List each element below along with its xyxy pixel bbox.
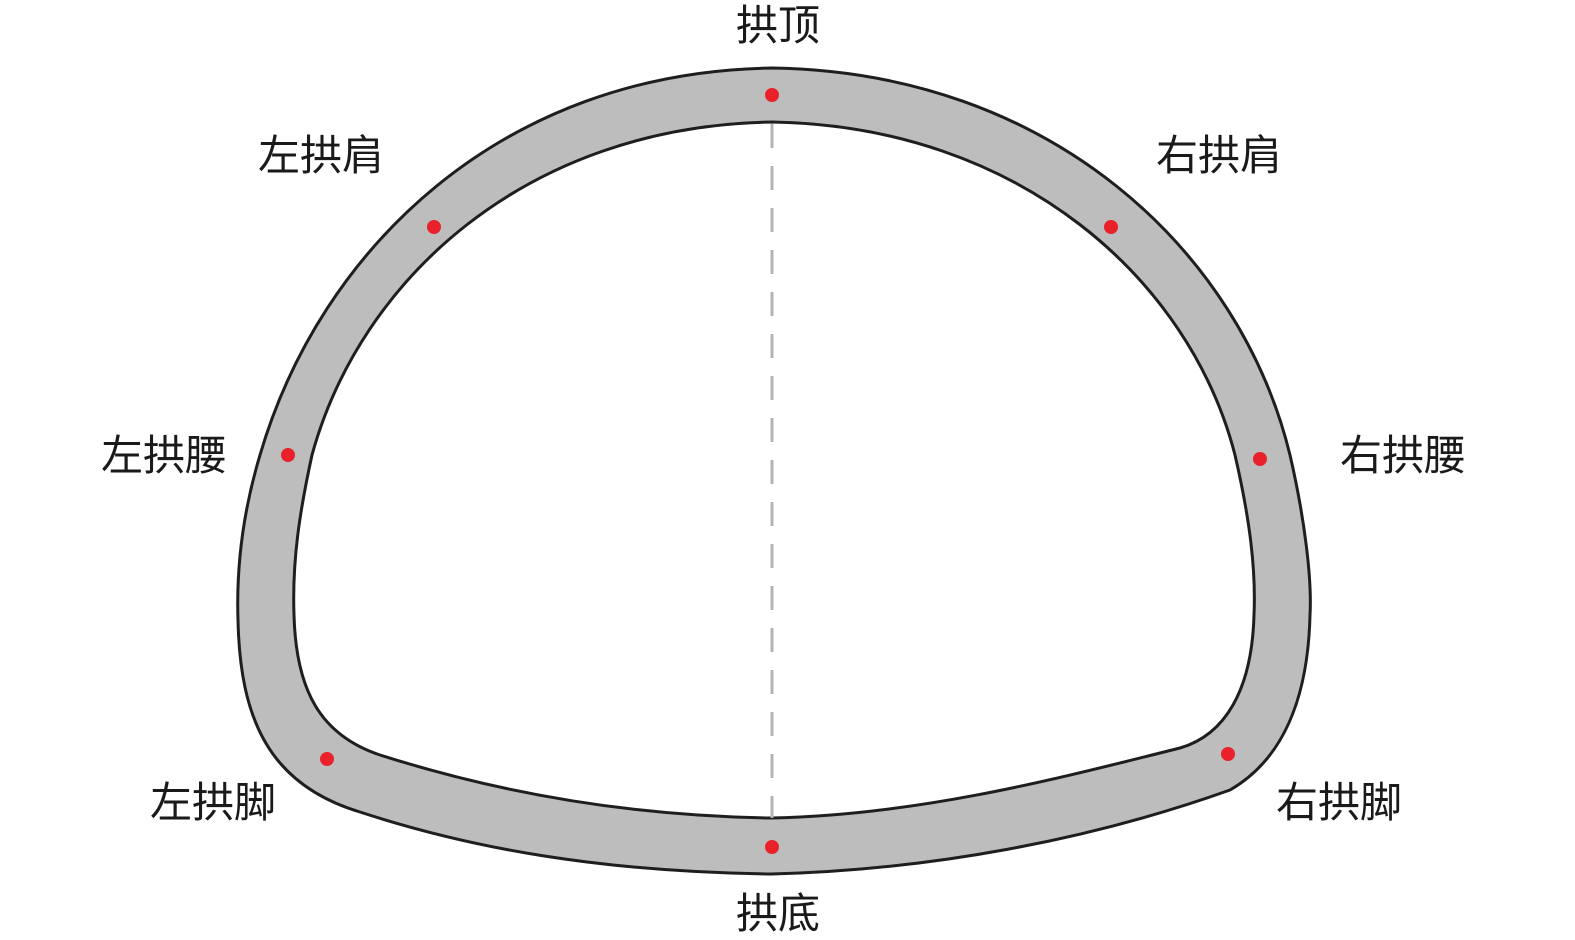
marker-right-foot <box>1221 747 1235 761</box>
label-right-haunch: 右拱腰 <box>1340 431 1466 480</box>
marker-invert <box>765 840 779 854</box>
label-invert: 拱底 <box>736 889 820 938</box>
tunnel-lining-ring <box>236 66 1312 876</box>
label-right-shoulder: 右拱肩 <box>1156 131 1282 180</box>
marker-left-shoulder <box>427 220 441 234</box>
label-left-shoulder: 左拱肩 <box>258 131 384 180</box>
marker-right-shoulder <box>1104 220 1118 234</box>
label-crown: 拱顶 <box>736 1 820 50</box>
label-left-haunch: 左拱腰 <box>101 431 227 480</box>
marker-left-haunch <box>281 448 295 462</box>
marker-left-foot <box>320 752 334 766</box>
marker-crown <box>765 88 779 102</box>
label-right-foot: 右拱脚 <box>1276 778 1402 827</box>
marker-right-haunch <box>1253 452 1267 466</box>
label-left-foot: 左拱脚 <box>150 778 276 827</box>
